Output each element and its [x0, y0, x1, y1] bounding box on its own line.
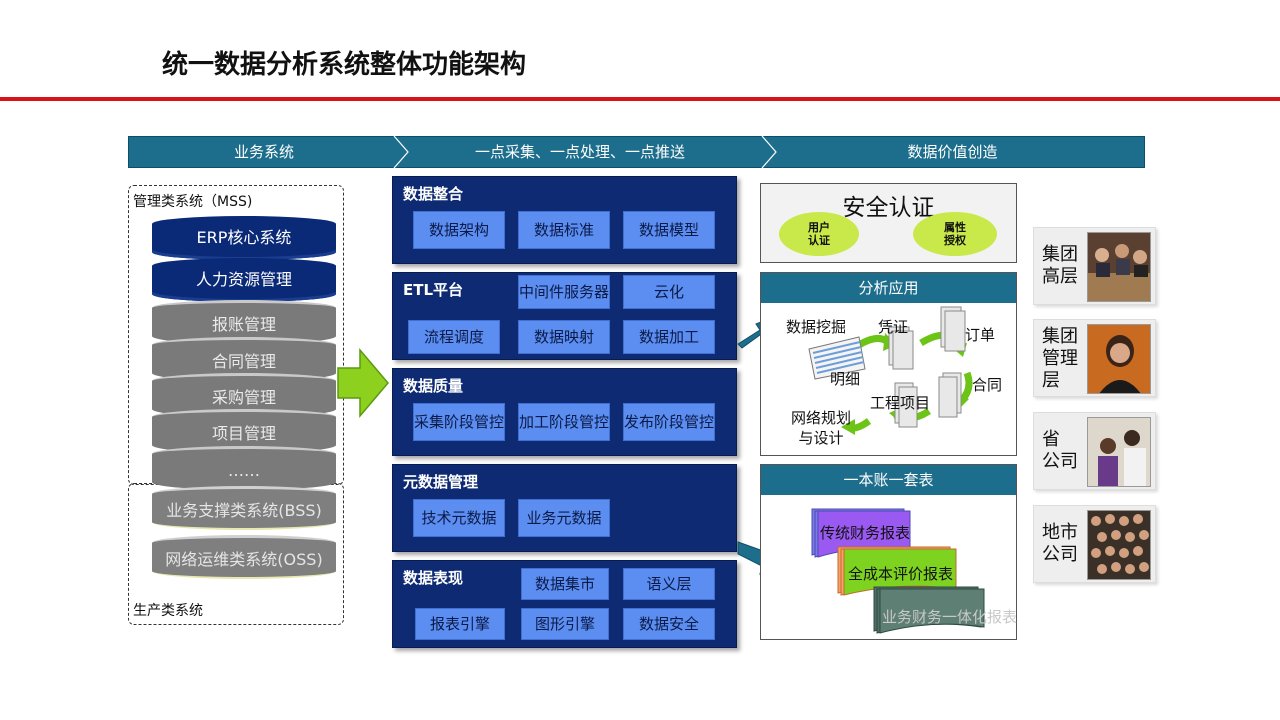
panel-metadata-management: 元数据管理 技术元数据 业务元数据 — [392, 464, 737, 552]
item-report-engine: 报表引擎 — [415, 608, 505, 640]
panel-etl-platform: ETL平台 中间件服务器 云化 流程调度 数据映射 数据加工 — [392, 272, 737, 360]
team-photo — [1087, 417, 1151, 487]
user-auth-oval: 用户 认证 — [779, 212, 859, 256]
analysis-cycle-diagram — [808, 306, 973, 435]
panel-data-quality: 数据质量 采集阶段管控 加工阶段管控 发布阶段管控 — [392, 368, 737, 456]
item-data-processing: 数据加工 — [623, 320, 715, 354]
db-more: …… — [152, 446, 336, 490]
label-data-mining: 数据挖掘 — [786, 318, 847, 336]
item-cloud: 云化 — [623, 275, 715, 309]
item-data-mart: 数据集市 — [521, 568, 609, 600]
item-data-standards: 数据标准 — [518, 211, 610, 249]
level-label: 集团 管理 层 — [1042, 326, 1078, 391]
item-business-metadata: 业务元数据 — [518, 499, 610, 537]
panel-title: 数据表现 — [403, 569, 464, 587]
level-label: 地市 公司 — [1042, 522, 1078, 565]
crowd-photo — [1087, 510, 1151, 580]
report-traditional-finance: 传统财务报表 — [820, 524, 911, 542]
label-engineering-project: 工程项目 — [870, 394, 931, 412]
level-label: 省 公司 — [1042, 429, 1078, 472]
panel-title: ETL平台 — [403, 281, 464, 299]
db-oss: 网络运维类系统(OSS) — [152, 535, 336, 579]
ledger-header: 一本账一套表 — [761, 465, 1016, 495]
level-group-executive: 集团 高层 — [1033, 227, 1156, 305]
level-group-management: 集团 管理 层 — [1033, 319, 1156, 397]
level-city-company: 地市 公司 — [1033, 505, 1156, 583]
chevron-separator-1 — [393, 136, 409, 168]
panel-data-integration: 数据整合 数据架构 数据标准 数据模型 — [392, 176, 737, 264]
db-hr-management: 人力资源管理 — [152, 258, 336, 302]
label-network-planning: 网络规划 与设计 — [791, 409, 852, 447]
chevron-separator-2 — [761, 136, 777, 168]
label-voucher: 凭证 — [878, 318, 909, 336]
level-province-company: 省 公司 — [1033, 412, 1156, 490]
label-detail: 明细 — [830, 370, 861, 388]
item-graphics-engine: 图形引擎 — [521, 608, 609, 640]
item-technical-metadata: 技术元数据 — [413, 499, 505, 537]
attribute-auth-oval: 属性 授权 — [913, 212, 997, 256]
process-bar — [128, 136, 1145, 168]
manager-photo — [1087, 324, 1151, 394]
report-integrated-finance: 业务财务一体化报表 — [882, 608, 1018, 626]
item-collection-control: 采集阶段管控 — [413, 403, 505, 441]
stage-value-creation: 数据价值创造 — [907, 143, 998, 161]
analysis-header: 分析应用 — [761, 273, 1016, 303]
stage-collect-process-push: 一点采集、一点处理、一点推送 — [474, 143, 685, 161]
panel-data-presentation: 数据表现 数据集市 语义层 报表引擎 图形引擎 数据安全 — [392, 560, 737, 648]
db-procurement: 采购管理 — [152, 373, 336, 417]
panel-title: 数据整合 — [403, 185, 464, 203]
item-release-control: 发布阶段管控 — [623, 403, 715, 441]
title-divider — [0, 97, 1280, 101]
item-data-security: 数据安全 — [623, 608, 715, 640]
item-middleware-server: 中间件服务器 — [518, 275, 610, 309]
label-contract: 合同 — [972, 376, 1003, 394]
item-semantic-layer: 语义层 — [623, 568, 715, 600]
db-erp-core: ERP核心系统 — [152, 216, 336, 260]
level-label: 集团 高层 — [1042, 244, 1078, 287]
page-title: 统一数据分析系统整体功能架构 — [162, 50, 527, 80]
stage-business-systems: 业务系统 — [233, 143, 294, 161]
meeting-photo — [1087, 232, 1151, 302]
production-label: 生产类系统 — [133, 603, 203, 619]
security-title: 安全认证 — [842, 195, 935, 221]
item-data-mapping: 数据映射 — [518, 320, 610, 354]
item-process-scheduling: 流程调度 — [408, 320, 500, 354]
panel-title: 数据质量 — [403, 377, 464, 395]
item-data-architecture: 数据架构 — [413, 211, 505, 249]
db-bss: 业务支撑类系统(BSS) — [152, 486, 336, 530]
panel-title: 元数据管理 — [403, 473, 479, 491]
report-stack-graphic — [811, 508, 985, 634]
item-processing-control: 加工阶段管控 — [518, 403, 610, 441]
label-order: 订单 — [965, 326, 996, 344]
security-auth-box: 安全认证 用户 认证 属性 授权 — [760, 183, 1017, 263]
report-full-cost: 全成本评价报表 — [848, 565, 954, 583]
item-data-model: 数据模型 — [623, 211, 715, 249]
green-flow-arrow — [337, 347, 389, 419]
mss-label: 管理类系统（MSS) — [133, 194, 253, 210]
